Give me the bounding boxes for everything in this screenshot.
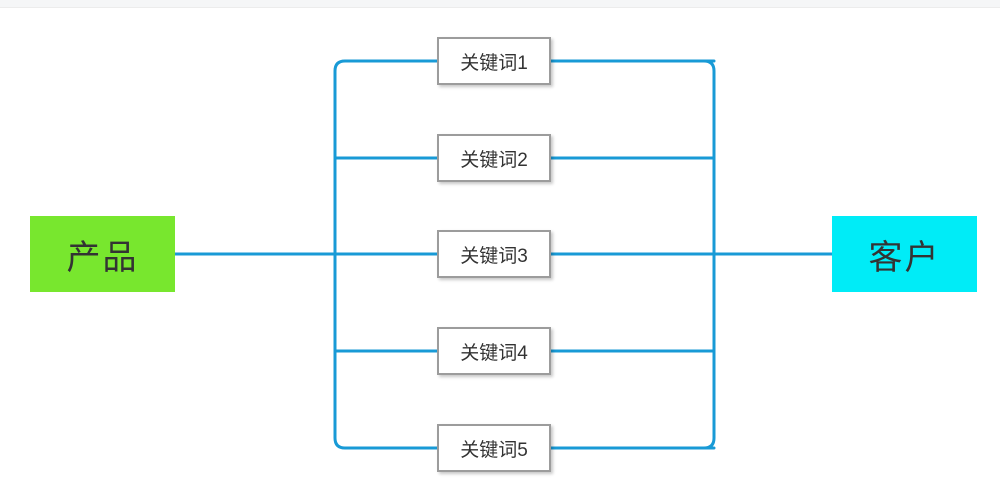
- keyword-node-2-label: 关键词2: [460, 149, 528, 171]
- source-node-product[interactable]: 产品: [30, 216, 175, 292]
- target-node-label: 客户: [868, 238, 941, 277]
- keyword-node-3-label: 关键词3: [460, 245, 528, 267]
- keyword-node-4-label: 关键词4: [460, 342, 528, 364]
- keyword-node-2[interactable]: 关键词2: [437, 134, 551, 182]
- keyword-node-1[interactable]: 关键词1: [437, 37, 551, 85]
- keyword-node-5-label: 关键词5: [460, 439, 528, 461]
- keyword-node-4[interactable]: 关键词4: [437, 327, 551, 375]
- keyword-node-3[interactable]: 关键词3: [437, 230, 551, 278]
- source-node-label: 产品: [66, 238, 139, 277]
- top-divider-bar: [0, 0, 1000, 8]
- target-node-customer[interactable]: 客户: [832, 216, 977, 292]
- keyword-node-1-label: 关键词1: [460, 52, 528, 74]
- keyword-node-5[interactable]: 关键词5: [437, 424, 551, 472]
